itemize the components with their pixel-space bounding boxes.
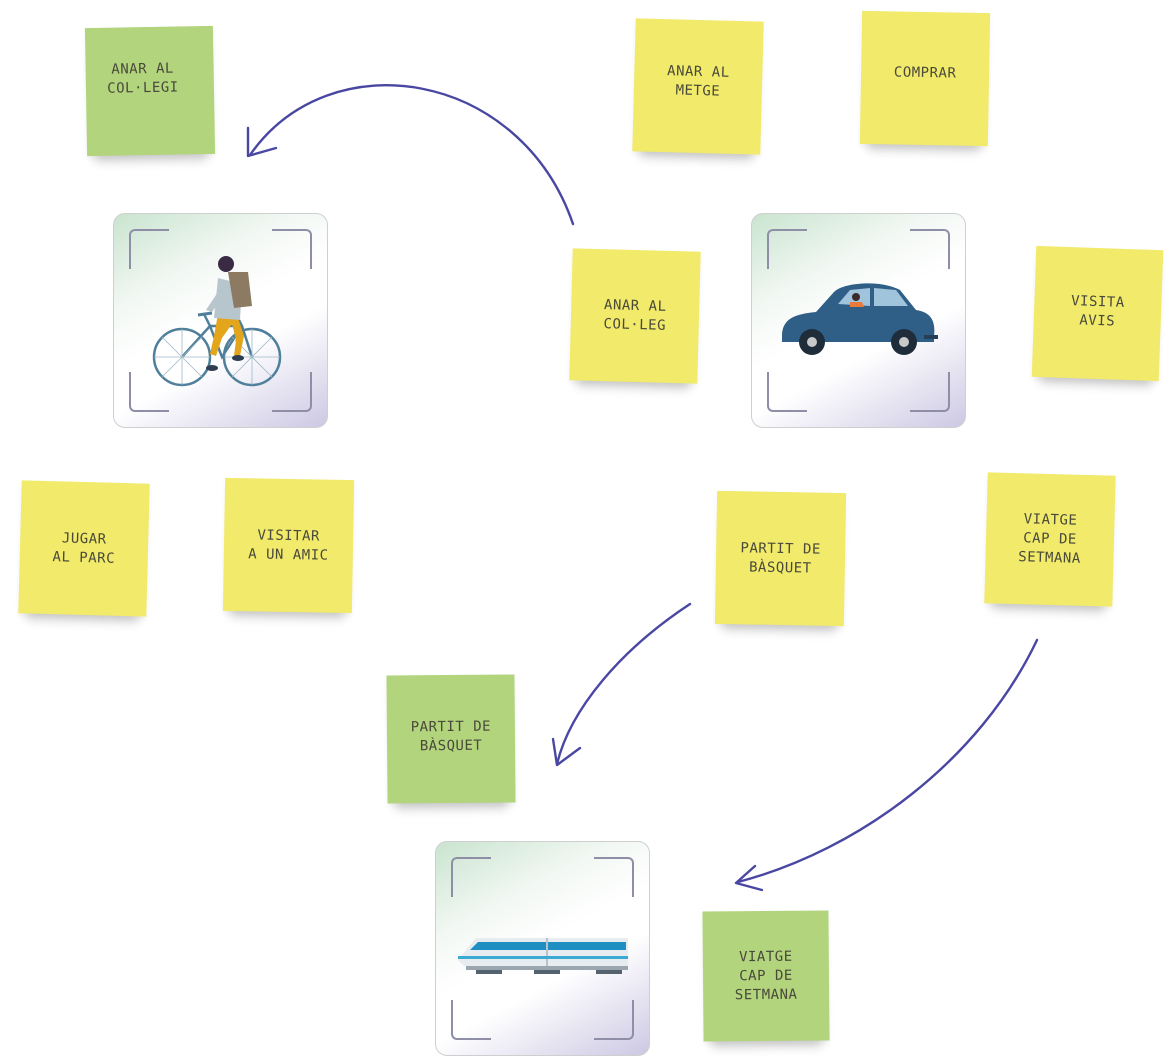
note-line: METGE xyxy=(675,81,721,100)
note-line: ANAR AL xyxy=(666,62,730,81)
frame-corner xyxy=(767,372,807,412)
note-line: VISITA xyxy=(1070,292,1125,311)
note-line: COL·LEGI xyxy=(107,79,179,97)
note-line: AVIS xyxy=(1079,311,1116,330)
frame-corner xyxy=(767,229,807,269)
frame-corner xyxy=(272,229,312,269)
frame-corner xyxy=(451,1000,491,1040)
frame-corner xyxy=(910,372,950,412)
arrowhead-bicycle xyxy=(246,126,278,158)
note-line: VISITAR xyxy=(257,526,321,545)
note-line: SETMANA xyxy=(734,986,798,1003)
note-line: COL·LEG xyxy=(603,316,667,334)
frame-corner xyxy=(910,229,950,269)
arrow-trip-to-train xyxy=(736,638,1039,884)
note-line: SETMANA xyxy=(1018,549,1081,567)
note-line: ANAR AL xyxy=(603,297,667,315)
note-line: PARTIT DE xyxy=(740,539,821,558)
sticky-note-comprar[interactable]: COMPRAR xyxy=(859,10,991,147)
image-card-bicycle[interactable] xyxy=(113,213,328,428)
note-line: PARTIT DE xyxy=(410,718,492,736)
image-card-train[interactable] xyxy=(435,841,650,1056)
note-line: VIATGE xyxy=(1023,511,1078,529)
note-line: BÀSQUET xyxy=(748,558,812,577)
frame-corner xyxy=(129,372,169,412)
note-line: CAP DE xyxy=(1023,530,1077,548)
frame-corner xyxy=(272,372,312,412)
note-line: JUGAR xyxy=(61,529,107,548)
car-icon xyxy=(782,283,938,355)
note-line: ANAR AL xyxy=(111,60,175,78)
note-line: CAP DE xyxy=(739,967,793,984)
frame-corner xyxy=(594,857,634,897)
note-line: BÀSQUET xyxy=(419,737,483,755)
train-icon xyxy=(458,938,628,974)
arrowhead-train-trip xyxy=(734,864,764,892)
note-line: VIATGE xyxy=(738,948,793,965)
arrow-school-to-bicycle xyxy=(248,84,575,226)
sticky-note-viatge-cap-de-setmana-green[interactable]: VIATGE CAP DE SETMANA xyxy=(702,910,830,1042)
cyclist-icon xyxy=(152,256,282,387)
note-line: COMPRAR xyxy=(893,64,957,82)
image-card-car[interactable] xyxy=(751,213,966,428)
frame-corner xyxy=(451,857,491,897)
arrowhead-train-basketball xyxy=(551,737,582,767)
arrow-basketball-to-train xyxy=(555,602,692,766)
frame-corner xyxy=(129,229,169,269)
note-line: A UN AMIC xyxy=(248,545,329,564)
frame-corner xyxy=(594,1000,634,1040)
note-line: AL PARC xyxy=(52,548,116,567)
